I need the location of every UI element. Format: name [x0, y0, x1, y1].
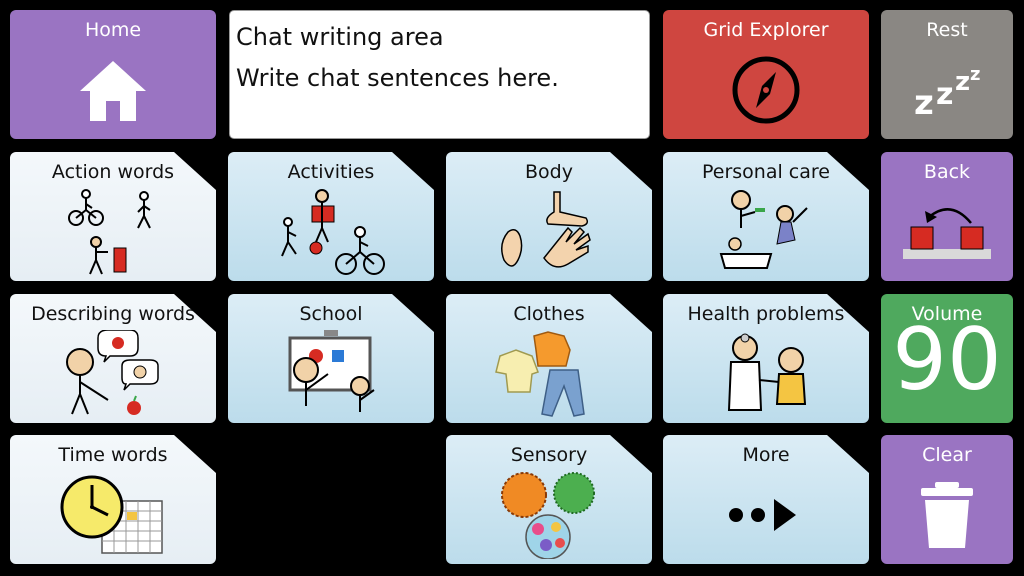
folder-clothes[interactable]: Clothes: [446, 294, 652, 423]
school-icon: [228, 328, 434, 419]
sensory-balls-icon: [446, 469, 652, 560]
svg-text:z: z: [955, 67, 970, 97]
folder-time-words[interactable]: Time words: [10, 435, 216, 564]
svg-text:z: z: [936, 77, 953, 112]
body-label: Body: [525, 161, 573, 183]
back-label: Back: [923, 161, 971, 183]
clear-button[interactable]: Clear: [881, 435, 1013, 564]
home-button[interactable]: Home: [10, 10, 216, 139]
grid-explorer-button[interactable]: Grid Explorer: [663, 10, 869, 139]
personal-care-label: Personal care: [702, 161, 830, 183]
doctor-patient-icon: [663, 328, 869, 419]
folder-action-words[interactable]: Action words: [10, 152, 216, 281]
compass-icon: [663, 44, 869, 135]
clothes-icon: [446, 328, 652, 419]
clock-calendar-icon: [10, 469, 216, 560]
folder-sensory[interactable]: Sensory: [446, 435, 652, 564]
action-words-label: Action words: [51, 161, 175, 183]
chat-line-2: Write chat sentences here.: [236, 64, 559, 92]
more-dots-arrow-icon: [663, 469, 869, 560]
folder-more[interactable]: More: [663, 435, 869, 564]
folder-body[interactable]: Body: [446, 152, 652, 281]
house-icon: [10, 44, 216, 135]
describing-icon: [10, 328, 216, 419]
back-button[interactable]: Back: [881, 152, 1013, 281]
svg-text:z: z: [970, 64, 980, 85]
home-label: Home: [84, 19, 142, 41]
folder-activities[interactable]: Activities: [228, 152, 434, 281]
clear-label: Clear: [922, 444, 972, 466]
health-problems-label: Health problems: [687, 303, 845, 325]
volume-value: 90: [892, 310, 1002, 410]
folder-school[interactable]: School: [228, 294, 434, 423]
activities-label: Activities: [287, 161, 375, 183]
body-parts-icon: [446, 186, 652, 277]
chat-writing-area[interactable]: Chat writing area Write chat sentences h…: [229, 10, 650, 139]
personal-care-icon: [663, 186, 869, 277]
time-words-label: Time words: [58, 444, 168, 466]
svg-text:z: z: [914, 83, 934, 120]
grid-explorer-label: Grid Explorer: [703, 19, 829, 41]
activities-icon: [228, 186, 434, 277]
clothes-label: Clothes: [513, 303, 585, 325]
more-label: More: [742, 444, 790, 466]
volume-label: Volume: [911, 303, 983, 325]
back-arrow-icon: [881, 186, 1013, 277]
sensory-label: Sensory: [510, 444, 588, 466]
folder-personal-care[interactable]: Personal care: [663, 152, 869, 281]
rest-label: Rest: [926, 19, 968, 41]
action-figures-icon: [10, 186, 216, 277]
school-label: School: [299, 303, 363, 325]
folder-describing-words[interactable]: Describing words: [10, 294, 216, 423]
folder-health-problems[interactable]: Health problems: [663, 294, 869, 423]
chat-line-1: Chat writing area: [236, 23, 444, 51]
volume-button[interactable]: Volume 90: [881, 294, 1013, 423]
trash-icon: [881, 469, 1013, 560]
describing-words-label: Describing words: [31, 303, 195, 325]
